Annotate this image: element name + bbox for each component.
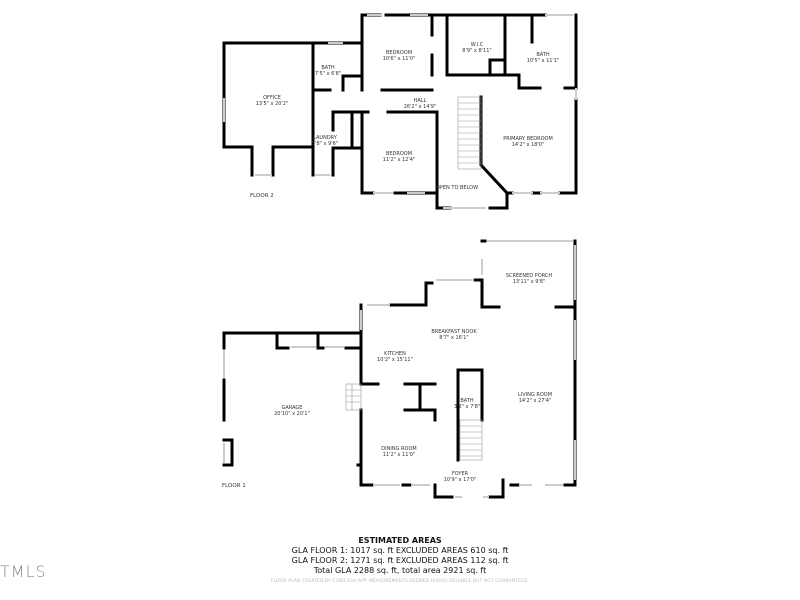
garage-walls bbox=[222, 331, 363, 467]
office-walls bbox=[222, 41, 364, 177]
island-walls bbox=[403, 382, 437, 422]
floor-2-walls bbox=[222, 13, 578, 210]
dining-walls bbox=[401, 483, 454, 499]
bath2-walls bbox=[503, 13, 578, 90]
floor-1-windows bbox=[223, 240, 576, 498]
room-label: OPEN TO BELOW bbox=[435, 185, 479, 191]
floor-1-label: FLOOR 1 bbox=[222, 483, 246, 489]
mls-logo: TMLS bbox=[0, 562, 47, 581]
floor-2-label: FLOOR 2 bbox=[250, 193, 274, 199]
floor-2-stairs bbox=[457, 96, 482, 170]
wic-walls bbox=[430, 13, 547, 77]
bath-walls bbox=[456, 368, 484, 462]
primary-walls bbox=[505, 98, 578, 195]
areas-title: ESTIMATED AREAS bbox=[358, 536, 442, 545]
laundry-walls bbox=[311, 110, 364, 177]
floor-1-stairs bbox=[345, 383, 483, 461]
estimated-areas: ESTIMATED AREAS GLA FLOOR 1: 1017 sq. ft… bbox=[250, 536, 550, 576]
areas-line: GLA FLOOR 2: 1271 sq. ft EXCLUDED AREAS … bbox=[291, 556, 509, 565]
areas-line: Total GLA 2288 sq. ft, total area 2921 s… bbox=[313, 566, 487, 575]
areas-line: GLA FLOOR 1: 1017 sq. ft EXCLUDED AREAS … bbox=[291, 546, 509, 555]
bath-walls bbox=[311, 13, 364, 92]
living-walls bbox=[488, 305, 577, 499]
floor-2-windows bbox=[223, 14, 577, 209]
disclaimer: FLOOR PLAN CREATED BY CUBICASA APP. MEAS… bbox=[271, 579, 529, 584]
